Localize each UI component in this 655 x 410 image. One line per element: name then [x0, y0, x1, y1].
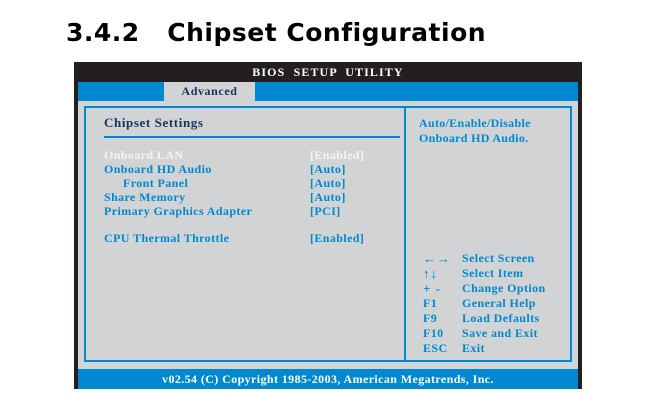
legend-key: F9: [423, 311, 438, 325]
setting-label: Share Memory: [104, 189, 186, 204]
setting-label: Front Panel: [123, 175, 189, 190]
settings-row[interactable]: Primary Graphics Adapter [PCI]: [104, 204, 404, 218]
legend-description: Select Item: [462, 266, 524, 280]
legend-key: + -: [423, 280, 441, 296]
setting-label: Onboard LAN: [104, 147, 184, 162]
section-divider: [104, 136, 400, 138]
setting-label: Onboard HD Audio: [104, 161, 212, 176]
setting-label: Primary Graphics Adapter: [104, 203, 253, 218]
legend-row: F10 Save and Exit: [419, 326, 546, 341]
legend-key: ↑↓: [423, 265, 438, 281]
setting-label: CPU Thermal Throttle: [104, 230, 230, 245]
legend-description: Select Screen: [462, 251, 535, 265]
bios-setup-window: BIOS SETUP UTILITY Advanced Chipset Sett…: [74, 62, 582, 389]
settings-list: Onboard LAN [Enabled] Onboard HD Audio [Aut…: [104, 148, 404, 245]
page-title: 3.4.2 Chipset Configuration: [66, 18, 487, 47]
setting-value[interactable]: [Auto]: [310, 161, 346, 176]
settings-panel: Chipset Settings Onboard LAN[Enabled]Onb…: [86, 108, 404, 360]
legend-row: ESC Exit: [419, 341, 546, 356]
setting-value[interactable]: [Auto]: [310, 189, 346, 204]
settings-row[interactable]: Share Memory [Auto]: [104, 190, 404, 204]
key-legend: ←→ Select Screen ↑↓ Select Item + - Change Op…: [419, 251, 546, 356]
settings-row[interactable]: CPU Thermal Throttle [Enabled]: [104, 231, 404, 245]
legend-row: F9 Load Defaults: [419, 311, 546, 326]
legend-row: ↑↓ Select Item: [419, 266, 546, 281]
settings-row[interactable]: Onboard HD Audio [Auto]: [104, 162, 404, 176]
setting-value[interactable]: [Enabled]: [310, 230, 365, 245]
legend-key: F1: [423, 296, 438, 310]
panel-divider: [404, 108, 406, 360]
legend-key: ←→: [423, 250, 451, 266]
settings-row[interactable]: Front Panel [Auto]: [104, 176, 404, 190]
legend-description: Save and Exit: [462, 326, 538, 340]
legend-description: General Help: [462, 296, 536, 310]
legend-description: Exit: [462, 341, 485, 355]
help-text: Auto/Enable/Disable Onboard HD Audio.: [419, 116, 531, 145]
bios-tab-strip: Advanced: [78, 82, 578, 101]
legend-row: ←→ Select Screen: [419, 251, 546, 266]
setting-value[interactable]: [Auto]: [310, 175, 346, 190]
bios-titlebar: BIOS SETUP UTILITY: [78, 62, 578, 82]
bios-content-frame: Chipset Settings Onboard LAN[Enabled]Onb…: [84, 106, 572, 362]
legend-key: F10: [423, 326, 444, 340]
legend-description: Change Option: [462, 281, 546, 295]
bios-body: Chipset Settings Onboard LAN[Enabled]Onb…: [78, 101, 578, 367]
settings-row[interactable]: Onboard LAN [Enabled]: [104, 148, 404, 162]
legend-row: F1 General Help: [419, 296, 546, 311]
settings-row-spacer: [104, 218, 404, 231]
tab-advanced[interactable]: Advanced: [164, 82, 255, 101]
help-panel: Auto/Enable/Disable Onboard HD Audio. ←→…: [406, 108, 570, 360]
setting-value[interactable]: [PCI]: [310, 203, 341, 218]
bios-footer: v02.54 (C) Copyright 1985-2003, American…: [74, 369, 582, 389]
legend-description: Load Defaults: [462, 311, 540, 325]
legend-row: + - Change Option: [419, 281, 546, 296]
setting-value[interactable]: [Enabled]: [310, 147, 365, 162]
section-heading: Chipset Settings: [104, 115, 204, 130]
legend-key: ESC: [423, 341, 448, 355]
